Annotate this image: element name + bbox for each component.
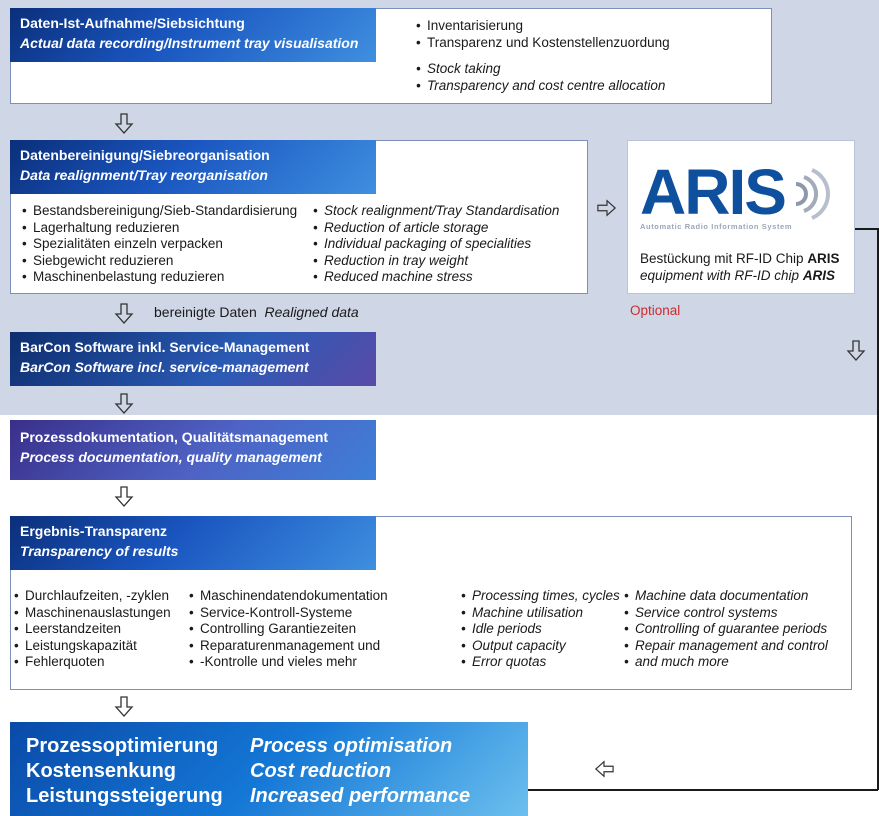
list-item: Leistungskapazität: [14, 638, 171, 655]
hollow-arrow-down-icon: [114, 696, 134, 717]
step3-title-de: BarCon Software inkl. Service-Management: [20, 339, 310, 355]
list-item: Repair management and control: [624, 638, 828, 655]
result-de-line: Leistungssteigerung: [26, 785, 223, 807]
list-item: Inventarisierung: [416, 18, 670, 35]
step1-list-de: Inventarisierung Transparenz und Kostens…: [416, 18, 670, 51]
step3-title-en: BarCon Software incl. service-management: [20, 359, 309, 375]
realigned-en: Realigned data: [264, 304, 359, 320]
realigned-de: bereinigte Daten: [154, 304, 257, 320]
result-en: Process optimisation Cost reduction Incr…: [250, 734, 470, 809]
list-item: Maschinenauslastungen: [14, 605, 171, 622]
hollow-arrow-down-icon: [114, 113, 134, 134]
step5-col1-de: Durchlaufzeiten, -zyklen Maschinenauslas…: [14, 588, 171, 671]
step4-title-de: Prozessdokumentation, Qualitätsmanagemen…: [20, 429, 329, 445]
step5-title-de: Ergebnis-Transparenz: [20, 523, 168, 539]
step4-title-en: Process documentation, quality managemen…: [20, 449, 322, 465]
step1-title-en: Actual data recording/Instrument tray vi…: [20, 35, 359, 51]
list-item: Controlling Garantiezeiten: [189, 621, 388, 638]
list-item: Maschinenbelastung reduzieren: [22, 269, 297, 286]
aris-line-en-bold: ARIS: [802, 268, 836, 283]
hollow-arrow-right-icon: [597, 199, 617, 217]
list-item: Siebgewicht reduzieren: [22, 253, 297, 270]
step5-header: Ergebnis-Transparenz Transparency of res…: [10, 516, 376, 570]
aris-logo: ARIS: [640, 158, 830, 222]
list-item: Controlling of guarantee periods: [624, 621, 828, 638]
hollow-arrow-down-icon: [114, 486, 134, 507]
step2-list-de: Bestandsbereinigung/Sieb-Standardisierun…: [22, 203, 297, 286]
step5-col2-de: Maschinendatendokumentation Service-Kont…: [189, 588, 388, 671]
connector-line: [528, 789, 878, 791]
step2-list-en: Stock realignment/Tray Standardisation R…: [313, 203, 559, 286]
aris-line-en: equipment with RF-ID chip: [640, 268, 803, 283]
aris-subtitle: Automatic Radio Information System: [640, 222, 793, 231]
step2-title-en: Data realignment/Tray reorganisation: [20, 167, 268, 183]
aris-logo-text: ARIS: [640, 158, 785, 222]
list-item: Idle periods: [461, 621, 620, 638]
step1-title-de: Daten-Ist-Aufnahme/Siebsichtung: [20, 15, 245, 31]
list-item: Output capacity: [461, 638, 620, 655]
list-item: Processing times, cycles: [461, 588, 620, 605]
list-item: Leerstandzeiten: [14, 621, 171, 638]
hollow-arrow-left-icon: [594, 760, 614, 778]
list-item: Durchlaufzeiten, -zyklen: [14, 588, 171, 605]
step2-title-de: Datenbereinigung/Siebreorganisation: [20, 147, 270, 163]
list-item: Service-Kontroll-Systeme: [189, 605, 388, 622]
result-en-line: Process optimisation: [250, 735, 453, 757]
list-item: Reparaturenmanagement und: [189, 638, 388, 655]
list-item: Error quotas: [461, 654, 620, 671]
list-item: Stock taking: [416, 61, 665, 78]
result-en-line: Increased performance: [250, 785, 471, 807]
list-item: Lagerhaltung reduzieren: [22, 220, 297, 237]
list-item: Reduction in tray weight: [313, 253, 559, 270]
list-item: Spezialitäten einzeln verpacken: [22, 236, 297, 253]
list-item: Maschinendatendokumentation: [189, 588, 388, 605]
list-item: Transparenz und Kostenstellenzuordung: [416, 35, 670, 52]
result-panel: Prozessoptimierung Kostensenkung Leistun…: [10, 722, 528, 816]
step3-header: BarCon Software inkl. Service-Management…: [10, 332, 376, 386]
step4-header: Prozessdokumentation, Qualitätsmanagemen…: [10, 420, 376, 480]
step5-col1-en: Processing times, cycles Machine utilisa…: [461, 588, 620, 671]
list-item: Machine data documentation: [624, 588, 828, 605]
hollow-arrow-down-icon: [114, 303, 134, 324]
hollow-arrow-down-icon: [114, 393, 134, 414]
result-de: Prozessoptimierung Kostensenkung Leistun…: [26, 734, 223, 809]
list-item: Fehlerquoten: [14, 654, 171, 671]
connector-line: [877, 228, 879, 790]
list-item: Transparency and cost centre allocation: [416, 78, 665, 95]
list-item: Reduced machine stress: [313, 269, 559, 286]
hollow-arrow-down-icon: [846, 340, 866, 361]
step1-list-en: Stock taking Transparency and cost centr…: [416, 61, 665, 94]
aris-line-de-bold: ARIS: [807, 251, 840, 266]
list-item: Reduction of article storage: [313, 220, 559, 237]
aris-line-de: Bestückung mit RF-ID Chip: [640, 251, 808, 266]
result-de-line: Prozessoptimierung: [26, 735, 219, 757]
list-item: -Kontrolle und vieles mehr: [189, 654, 388, 671]
step2-header: Datenbereinigung/Siebreorganisation Data…: [10, 140, 376, 194]
aris-description: Bestückung mit RF-ID Chip ARIS equipment…: [640, 250, 840, 284]
step5-title-en: Transparency of results: [20, 543, 179, 559]
result-en-line: Cost reduction: [250, 760, 392, 782]
list-item: and much more: [624, 654, 828, 671]
list-item: Service control systems: [624, 605, 828, 622]
list-item: Machine utilisation: [461, 605, 620, 622]
optional-label: Optional: [630, 303, 681, 318]
step1-header: Daten-Ist-Aufnahme/Siebsichtung Actual d…: [10, 8, 376, 62]
list-item: Bestandsbereinigung/Sieb-Standardisierun…: [22, 203, 297, 220]
step5-col2-en: Machine data documentation Service contr…: [624, 588, 828, 671]
list-item: Individual packaging of specialities: [313, 236, 559, 253]
realigned-data-label: bereinigte Daten Realigned data: [154, 304, 359, 320]
result-de-line: Kostensenkung: [26, 760, 177, 782]
connector-line: [855, 228, 878, 230]
list-item: Stock realignment/Tray Standardisation: [313, 203, 559, 220]
